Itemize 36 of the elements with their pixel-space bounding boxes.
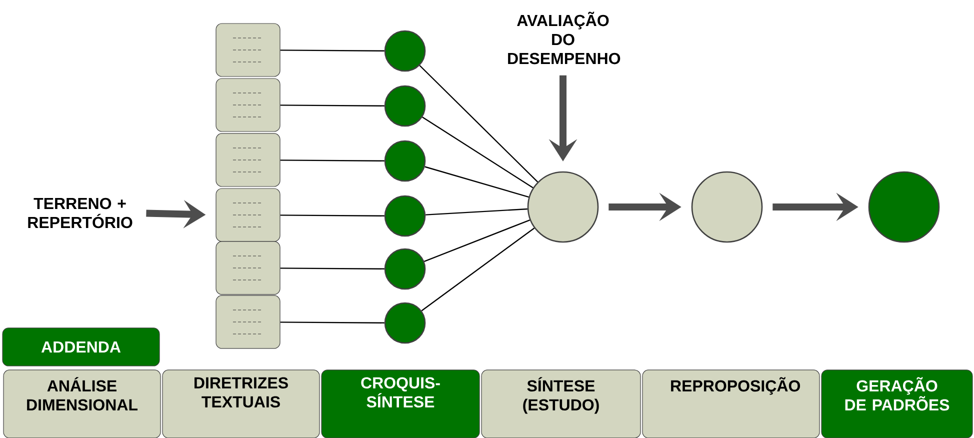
list-box [216, 78, 280, 132]
stage-box: ANÁLISE DIMENSIONAL [3, 370, 161, 438]
connector-line [280, 50, 384, 52]
connector-line [421, 228, 535, 312]
neuron-circle [384, 248, 426, 290]
stage-box: GERAÇÃO DE PADRÕES [821, 370, 973, 438]
input-label: TERRENO + REPERTÓRIO [28, 198, 132, 228]
connector-line [422, 116, 534, 188]
list-box [216, 23, 280, 77]
synthesis-circle [527, 171, 599, 243]
neuron-circle [384, 30, 426, 72]
pattern-circle [868, 171, 940, 243]
connector-line [419, 65, 538, 182]
list-box [216, 295, 280, 349]
connector-line [424, 166, 529, 198]
stage-box: SÍNTESE (ESTUDO) [481, 370, 641, 438]
neuron-circle [384, 302, 426, 344]
connector-line [280, 104, 384, 106]
neuron-circle [384, 195, 426, 237]
connector-line [424, 219, 530, 262]
connector-line [280, 160, 384, 162]
neuron-circle [384, 140, 426, 182]
stage-box: DIRETRIZES TEXTUAIS [162, 370, 320, 438]
connector-line [280, 322, 384, 324]
result-circle [691, 171, 763, 243]
input-label: AVALIAÇÃO DO DESEMPENHO [508, 12, 620, 64]
stage-box: CROQUIS-SÍNTESE [321, 370, 480, 438]
connector-line [280, 214, 384, 216]
neuron-circle [384, 85, 426, 127]
list-box [216, 133, 280, 187]
stage-box: REPROPOSIÇÃO [642, 370, 820, 438]
connector-line [280, 268, 384, 270]
tag-box: ADDENDA [2, 328, 160, 366]
list-box [216, 241, 280, 295]
connector-line [426, 208, 528, 216]
list-box [216, 188, 280, 242]
